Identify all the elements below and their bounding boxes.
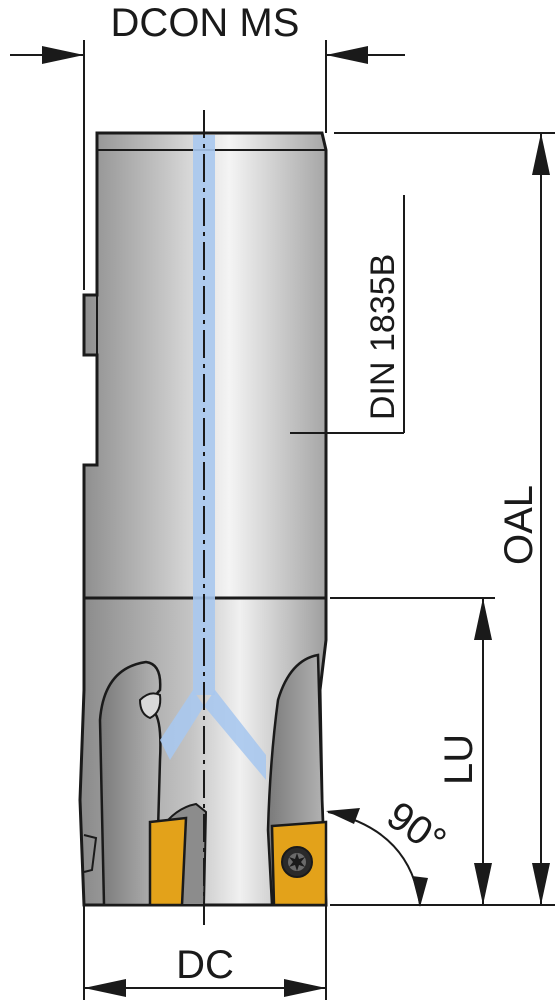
left-insert [148, 816, 188, 907]
left-flute [98, 660, 162, 907]
dimension-angle: 90° [326, 793, 454, 907]
lu-label: LU [437, 734, 481, 785]
dimension-dc: DC [83, 905, 327, 1000]
dimension-lu: LU [330, 597, 495, 905]
torx-screw-icon [281, 846, 313, 878]
left-edge-notch [83, 834, 98, 873]
din-standard-label: DIN 1835B [364, 254, 402, 420]
dc-label: DC [176, 943, 234, 987]
coolant-channels [160, 135, 266, 780]
dcon-ms-label: DCON MS [111, 1, 300, 45]
dimension-oal: OAL [330, 132, 555, 906]
oal-label: OAL [497, 485, 541, 565]
angle-label: 90° [379, 793, 454, 864]
dimension-dcon-ms: DCON MS [10, 1, 405, 290]
left-flute-hook [138, 692, 162, 720]
din-standard-callout: DIN 1835B [290, 195, 405, 434]
